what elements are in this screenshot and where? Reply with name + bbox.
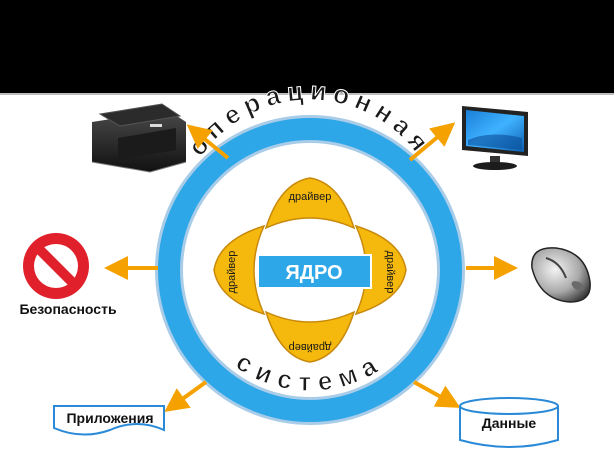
printer-icon [91,103,187,173]
driver-label-left: драйвер [226,251,238,294]
driver-petal-top [264,177,356,230]
no-entry-icon [23,233,89,299]
mouse-icon [531,247,591,303]
driver-petal-left [213,224,266,316]
title-bar-divider [0,93,614,95]
arrow-to-apps [164,380,208,413]
arrow-to-data [413,380,461,408]
security-label: Безопасность [19,301,117,317]
driver-label-right: драйвер [384,251,396,294]
monitor-icon [462,106,528,170]
title-bar [0,0,614,93]
document-icon [53,405,165,436]
os-ring-fill [158,118,462,422]
arrow-to-monitor [408,122,456,162]
arrow-to-printer [186,124,230,160]
driver-label-top: драйвер [289,191,332,203]
driver-petal-bottom [264,310,356,363]
apps-label: Приложения [66,410,153,426]
kernel-label: ЯДРО [285,262,342,284]
driver-label-bottom: драйвер [289,341,332,353]
database-icon [459,397,559,448]
data-label: Данные [482,415,537,431]
kernel-box [257,254,372,289]
